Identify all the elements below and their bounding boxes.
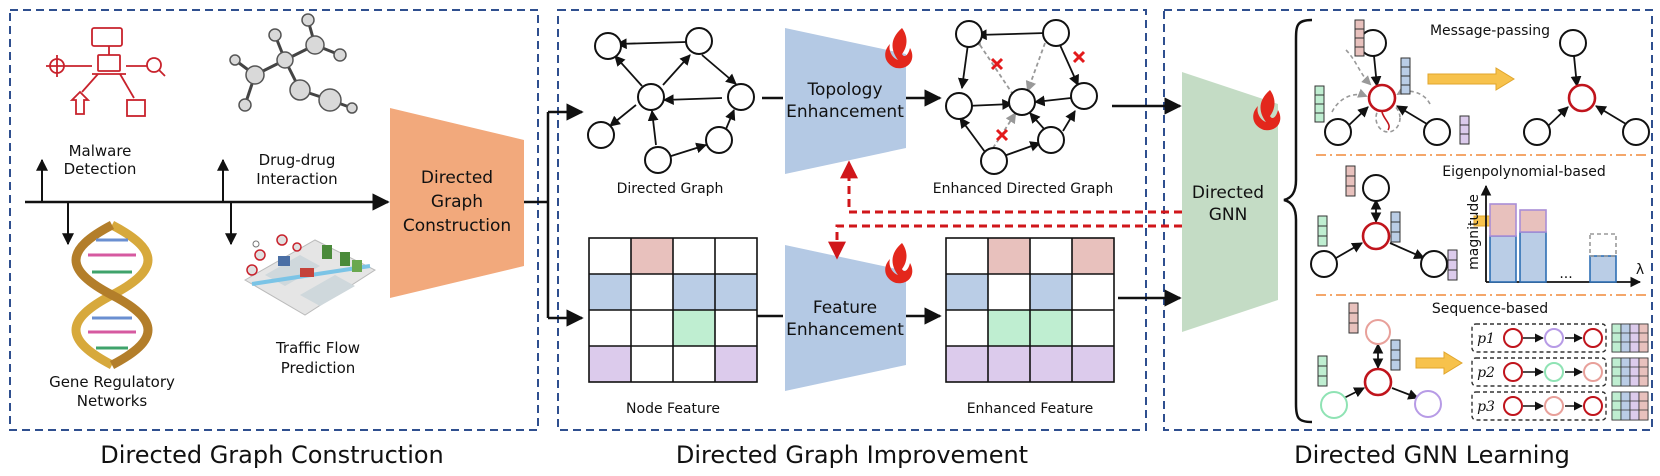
gnn-block-line2: GNN: [1209, 205, 1248, 225]
enhanced-graph-caption: Enhanced Directed Graph: [933, 181, 1114, 197]
mp-yellow-arrow: [1427, 67, 1515, 91]
sequence-feature-vectors: [1317, 302, 1401, 387]
path-box-1: [1471, 323, 1607, 353]
enhanced-graph-nodes: [945, 19, 1098, 175]
malware-icon: [46, 27, 166, 117]
traffic-label-line1: Traffic Flow: [275, 339, 360, 357]
city-traffic-icon: [244, 234, 377, 316]
feedback-loop: [828, 160, 1182, 260]
message-passing-title: Message-passing: [1430, 23, 1550, 39]
mp-graph-right: [1523, 29, 1650, 146]
topology-block: [785, 28, 906, 174]
path-box-2: [1471, 357, 1607, 387]
feature-block: [785, 245, 906, 391]
node-feature-grid: [588, 237, 758, 383]
directed-graph: [609, 38, 737, 158]
construction-block-line3: Construction: [403, 216, 511, 236]
enhanced-feature-caption: Enhanced Feature: [967, 401, 1094, 417]
mp-graph-left: [1324, 29, 1451, 146]
node-feature-caption: Node Feature: [626, 401, 720, 417]
construction-block-line2: Graph: [431, 192, 483, 212]
path-box-3: [1471, 391, 1607, 421]
learning-brace: [1283, 18, 1313, 424]
removed-edge-marks: [990, 50, 1086, 142]
topology-block-line2: Enhancement: [786, 102, 904, 122]
dna-icon: [71, 221, 153, 369]
learning-panel: [1163, 9, 1653, 431]
mp-feature-vectors: [1314, 19, 1470, 145]
eigen-ylabel: magnitude: [1466, 194, 1482, 270]
flame-icon-topology: [885, 28, 913, 69]
directed-graph-caption: Directed Graph: [617, 181, 724, 197]
improvement-panel: [557, 9, 1147, 431]
construction-block: [390, 108, 524, 298]
flame-icon-feature: [885, 243, 913, 284]
sequence-title: Sequence-based: [1432, 301, 1548, 317]
gene-label-line1: Gene Regulatory: [49, 373, 175, 391]
path-label-2: p2: [1477, 365, 1495, 381]
topology-block-line1: Topology: [806, 80, 882, 100]
drug-label-line1: Drug-drug: [259, 151, 336, 169]
construction-panel: [9, 9, 539, 431]
sequence-yellow-arrow: [1415, 351, 1463, 375]
malware-label-line1: Malware: [69, 142, 132, 160]
path-label-3: p3: [1477, 399, 1495, 415]
eigen-spectrum-chart: [1480, 184, 1642, 288]
eigen-feature-vectors: [1317, 165, 1458, 281]
section-title-learning: Directed GNN Learning: [1294, 441, 1570, 469]
eigen-dots: ...: [1559, 266, 1572, 282]
feature-block-line2: Enhancement: [786, 320, 904, 340]
enhanced-graph: [957, 29, 1079, 158]
directed-graph-nodes: [587, 27, 755, 174]
flame-icon-gnn: [1253, 90, 1281, 131]
malware-label-line2: Detection: [64, 160, 137, 178]
enhanced-feature-grid: [945, 237, 1115, 383]
eigen-xlabel: λ: [1636, 262, 1644, 278]
traffic-label-line2: Prediction: [281, 359, 356, 377]
eigen-graph: [1310, 174, 1448, 278]
gene-label-line2: Networks: [77, 392, 148, 410]
gnn-block-line1: Directed: [1192, 183, 1264, 203]
section-title-improvement: Directed Graph Improvement: [676, 441, 1028, 469]
drug-label-line2: Interaction: [256, 170, 337, 188]
enhanced-graph-removed-edges: [970, 34, 1046, 149]
feature-block-line1: Feature: [813, 298, 877, 318]
eigen-title: Eigenpolynomial-based: [1442, 164, 1605, 180]
path-embeddings: [1611, 323, 1649, 421]
sequence-graph: [1320, 319, 1442, 419]
gnn-block: [1182, 72, 1278, 332]
path-label-1: p1: [1477, 331, 1495, 347]
construction-block-line1: Directed: [421, 168, 493, 188]
section-title-construction: Directed Graph Construction: [100, 441, 444, 469]
molecule-atoms: [229, 13, 358, 114]
